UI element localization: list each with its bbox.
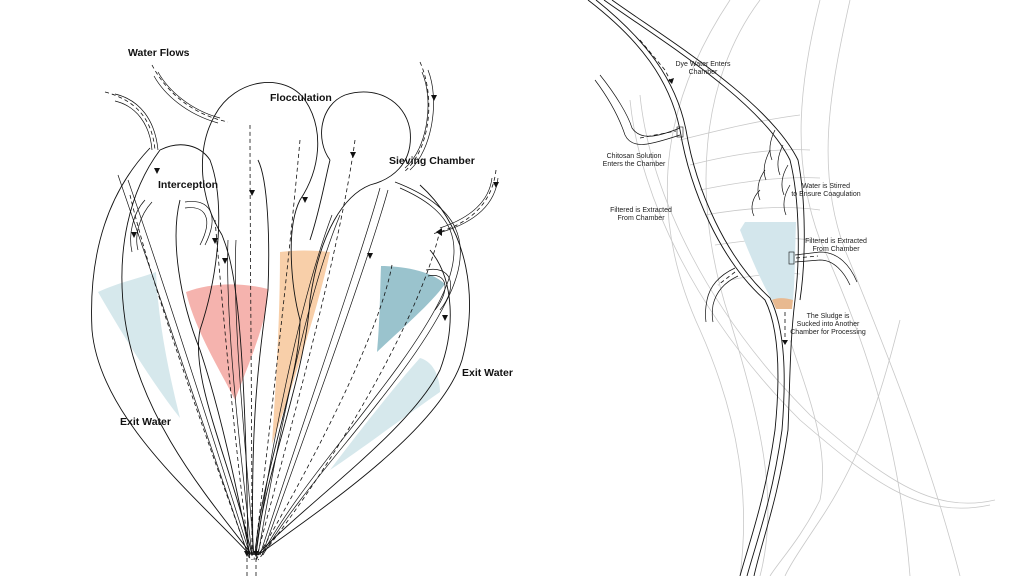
contour-line <box>704 207 821 216</box>
flocculation-fill <box>272 250 330 444</box>
outer-envelope-right-inner <box>256 249 451 556</box>
label-dye-water-1: Dye Water Enters <box>676 61 731 68</box>
arrow-down-icon <box>493 182 499 188</box>
interception-left-chamber <box>159 144 253 556</box>
arrow-down-icon <box>367 253 373 259</box>
sieving-bulb-inner <box>309 159 331 241</box>
guide-line <box>769 339 823 576</box>
sieving-bulb <box>255 91 411 556</box>
label-exit-water-left: Exit Water <box>120 416 171 428</box>
sieving-hook <box>425 268 451 311</box>
stirring-fins <box>751 129 791 217</box>
arrow-down-icon <box>350 152 356 158</box>
chamber-water-fill <box>740 222 796 300</box>
flow-line <box>253 139 301 561</box>
flow-line <box>214 219 251 561</box>
arrow-left-icon <box>436 228 442 236</box>
label-chitosan-1: Chitosan Solution <box>607 153 662 160</box>
extraction-pipe-right <box>788 251 858 286</box>
arrow-down-icon <box>131 232 137 238</box>
guide-line <box>784 319 901 576</box>
arrow-down-icon <box>222 258 228 264</box>
channel-outer-left <box>587 0 779 576</box>
flow-line <box>257 229 441 561</box>
label-exit-water-right: Exit Water <box>462 367 513 379</box>
channel-inner-right <box>611 0 805 301</box>
label-sieving-chamber: Sieving Chamber <box>389 155 475 167</box>
tube <box>262 181 461 556</box>
label-stirred-2: to Ensure Coagulation <box>791 191 860 198</box>
label-flocculation: Flocculation <box>270 92 332 104</box>
contour-line <box>699 177 821 191</box>
contour-line <box>689 149 811 166</box>
guide-line <box>827 0 961 576</box>
arrow-down-icon <box>253 551 259 557</box>
sludge-fill <box>772 298 793 309</box>
outer-envelope-right <box>257 184 470 556</box>
label-sludge-2: Sucked into Another <box>797 321 860 328</box>
arrow-down-icon <box>212 238 218 244</box>
guide-line <box>800 0 911 576</box>
guide-line <box>666 0 744 576</box>
label-water-flows: Water Flows <box>128 47 190 59</box>
inlet-pipe-top-left <box>104 91 159 151</box>
channel-outer-right <box>603 0 799 576</box>
tube <box>234 239 255 556</box>
guide-line <box>705 0 769 576</box>
arrow-down-icon <box>244 551 250 557</box>
label-chitosan-2: Enters the Chamber <box>603 161 666 168</box>
exit-water-fill-left <box>98 272 180 418</box>
arrow-down-icon <box>782 340 788 345</box>
interception-wall <box>252 159 270 556</box>
label-dye-water-2: Chamber <box>689 69 718 76</box>
label-filtered-left-1: Filtered is Extracted <box>610 207 672 214</box>
label-filtered-right-1: Filtered is Extracted <box>805 238 867 245</box>
arrow-down-icon <box>302 197 308 203</box>
extraction-pipe-left <box>704 267 739 323</box>
flow-line <box>129 194 251 561</box>
arrow-down-icon <box>249 190 255 196</box>
interception-hook-left <box>130 199 153 253</box>
guide-line <box>629 99 991 509</box>
arrow-down-icon <box>442 315 448 321</box>
label-stirred-1: Water is Stirred <box>802 183 850 190</box>
outer-envelope-left-inner <box>121 149 253 556</box>
left-diagram: Water Flows Flocculation Interception Si… <box>91 47 513 576</box>
interception-hook-right <box>184 201 213 246</box>
arrow-down-icon <box>431 95 437 101</box>
tube <box>261 187 455 556</box>
interception-fill <box>186 284 268 400</box>
arrow-down-icon <box>668 78 674 84</box>
channel-inner-left <box>595 0 785 576</box>
inlet-pipe-right <box>431 169 499 235</box>
label-sludge-1: The Sludge is <box>807 313 850 320</box>
right-diagram: Dye Water Enters Chamber Chitosan Soluti… <box>587 0 996 576</box>
interception-right-chamber <box>175 199 251 556</box>
chitosan-inlet-pipe <box>594 74 684 145</box>
sieving-fill <box>377 266 445 352</box>
arrow-down-icon <box>154 168 160 174</box>
guide-line <box>639 94 996 504</box>
tube <box>261 189 389 556</box>
tube <box>227 239 253 556</box>
label-filtered-right-2: From Chamber <box>812 246 860 253</box>
tube <box>259 187 381 556</box>
flow-line <box>249 124 253 561</box>
outer-envelope-left <box>91 147 251 556</box>
tube <box>257 214 341 556</box>
inlet-pipe-water-flows <box>151 64 229 124</box>
contour-line <box>679 114 801 141</box>
label-interception: Interception <box>158 179 218 191</box>
tube <box>255 214 333 556</box>
label-sludge-3: Chamber for Processing <box>790 329 866 336</box>
tube <box>127 179 251 556</box>
flow-line <box>255 264 393 561</box>
inlet-pipe-top-right <box>403 61 434 173</box>
label-filtered-left-2: From Chamber <box>617 215 665 222</box>
outlet-dash <box>246 558 257 576</box>
exit-water-fill-right <box>330 358 440 470</box>
flow-line <box>255 139 356 561</box>
